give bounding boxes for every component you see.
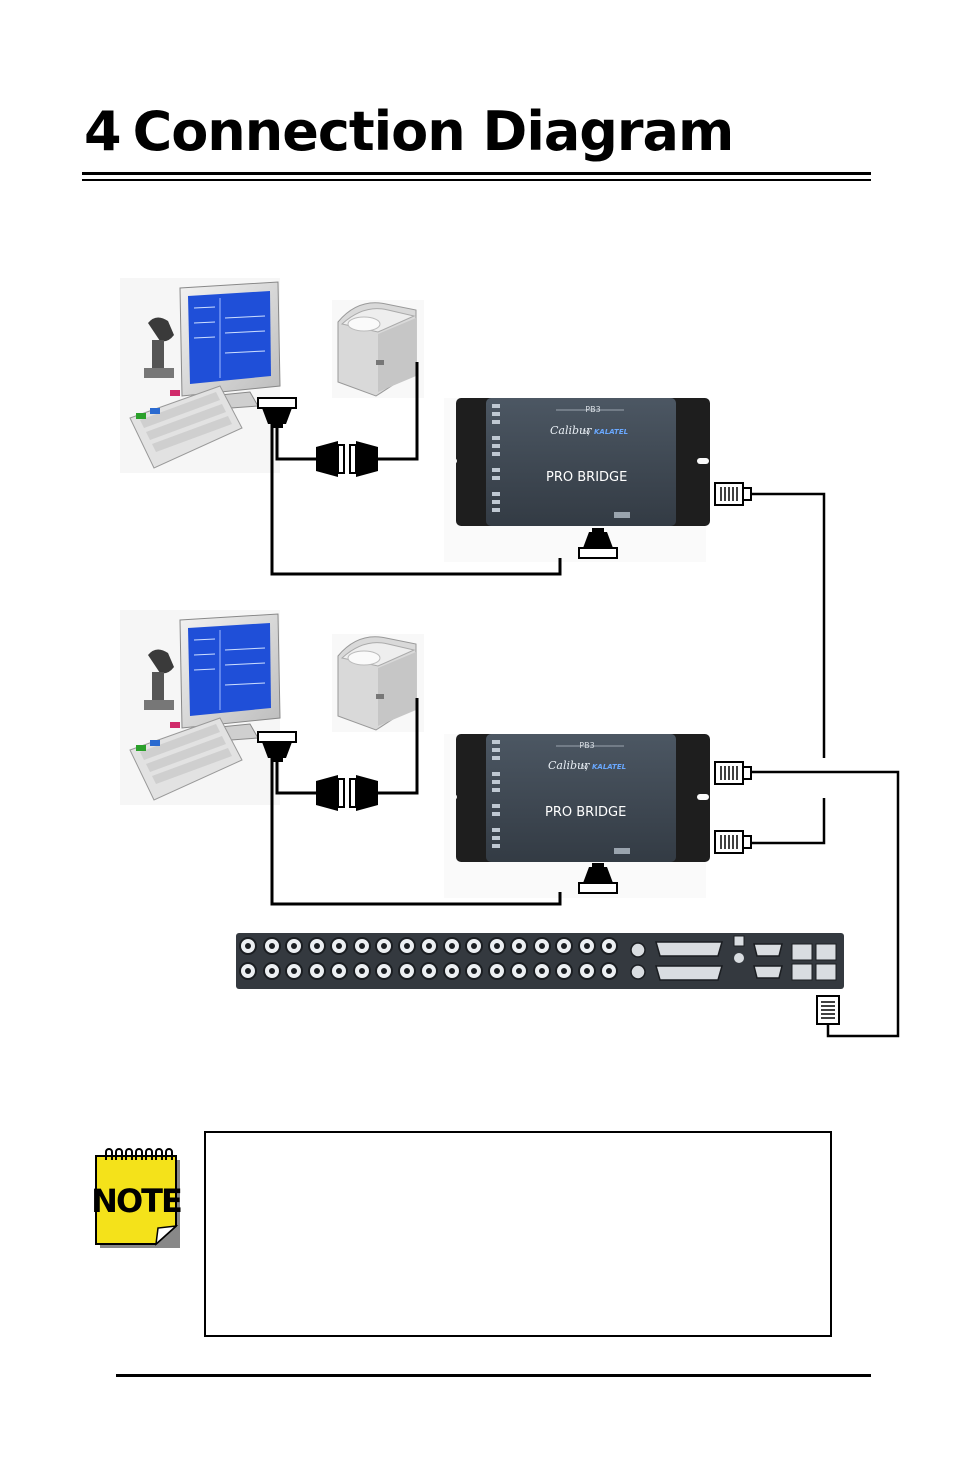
pos-terminal-1 bbox=[119, 277, 281, 474]
cables-set-1 bbox=[270, 362, 562, 576]
probridge-2-brand: Calibur bbox=[548, 759, 590, 772]
probridge-2: PB3 Calibur by KALATEL PRO BRIDGE bbox=[443, 733, 711, 899]
section-heading: 4 Connection Diagram bbox=[84, 100, 735, 170]
probridge-2-brand-by: by bbox=[581, 764, 589, 771]
probridge-1-model: PB3 bbox=[585, 405, 600, 414]
probridge-1-maker: KALATEL bbox=[594, 428, 628, 436]
section-title: Connection Diagram bbox=[132, 100, 735, 163]
rj45-plug-bridge-2-in bbox=[714, 761, 752, 785]
note-box bbox=[204, 1131, 832, 1337]
dvr-rear-panel bbox=[236, 933, 844, 989]
note-icon: NOTE bbox=[91, 1148, 183, 1248]
probridge-1-brand: Calibur bbox=[550, 424, 592, 437]
probridge-2-name: PRO BRIDGE bbox=[545, 805, 626, 820]
rs485-chain-cables bbox=[752, 492, 900, 1038]
rj45-plug-bridge-1 bbox=[714, 482, 752, 506]
heading-rule-thick bbox=[82, 172, 871, 175]
heading-rule-thin bbox=[82, 179, 871, 181]
section-number: 4 bbox=[84, 100, 122, 163]
rj45-plug-dvr bbox=[816, 995, 840, 1025]
pos-terminal-2 bbox=[119, 609, 281, 806]
footer-rule bbox=[116, 1374, 871, 1377]
gender-changer-1 bbox=[315, 440, 379, 478]
probridge-2-maker: KALATEL bbox=[592, 763, 626, 771]
gender-changer-2 bbox=[315, 774, 379, 812]
receipt-printer-2 bbox=[331, 633, 425, 733]
probridge-1-brand-by: by bbox=[583, 429, 591, 436]
note-icon-label: NOTE bbox=[91, 1182, 181, 1220]
probridge-2-model: PB3 bbox=[579, 741, 594, 750]
cables-set-2 bbox=[270, 698, 562, 906]
receipt-printer-1 bbox=[331, 299, 425, 399]
probridge-1: PB3 Calibur by KALATEL PRO BRIDGE bbox=[443, 397, 711, 563]
rj45-plug-bridge-2-out bbox=[714, 830, 752, 854]
probridge-1-name: PRO BRIDGE bbox=[546, 470, 627, 485]
